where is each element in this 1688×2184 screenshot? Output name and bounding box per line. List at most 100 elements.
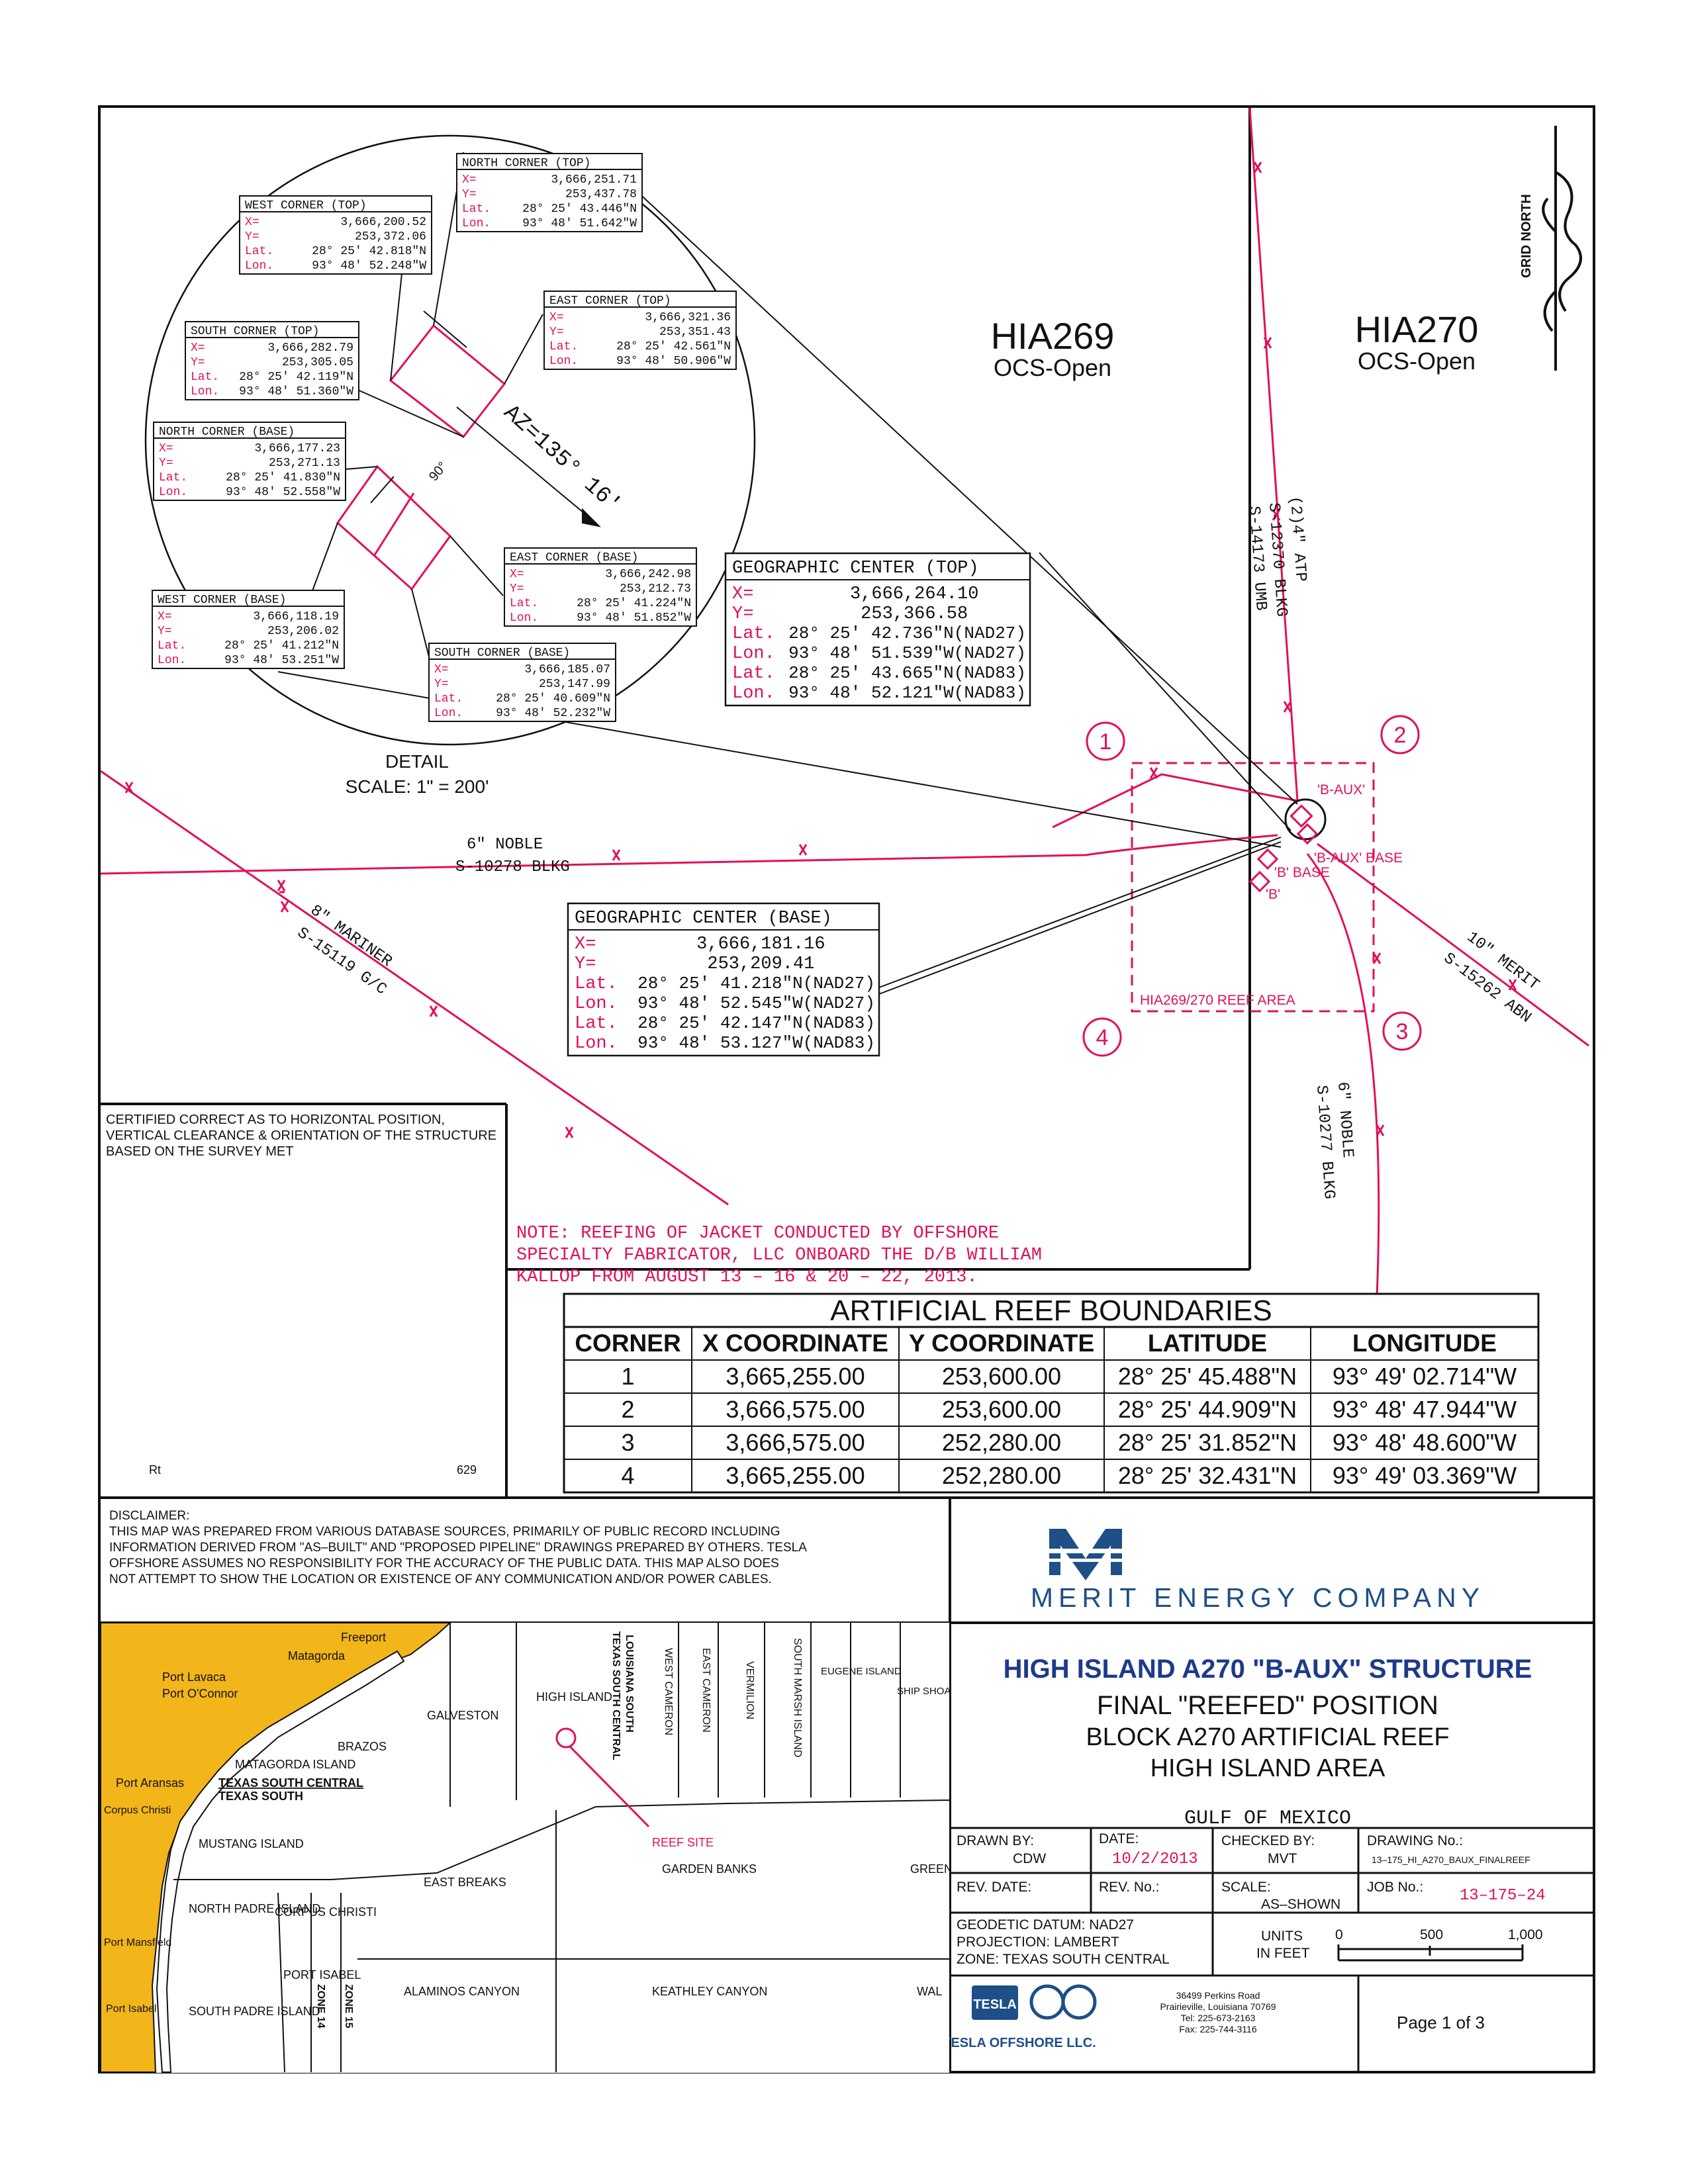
label-b-base: 'B' BASE [1274, 865, 1330, 880]
units-label: UNITS [1261, 1929, 1303, 1944]
geo-field-label: X= [732, 584, 753, 604]
checked-by: MVT [1268, 1851, 1297, 1866]
corner-field-value: 28° 25' 42.561"N [616, 340, 731, 353]
projection: PROJECTION: LAMBERT [957, 1934, 1119, 1950]
detail-corner-box: NORTH CORNER (TOP)X=3,666,251.71Y=253,43… [456, 153, 643, 232]
block-hia269-name: HIA269 [991, 315, 1115, 357]
certification-line-1: CERTIFIED CORRECT AS TO HORIZONTAL POSIT… [106, 1113, 445, 1127]
block-hia269-status: OCS-Open [994, 354, 1111, 381]
geo-field-value: 28° 25' 43.665"N(NAD83) [788, 663, 1026, 683]
block-hia270-name: HIA270 [1355, 308, 1479, 350]
certification-sig-right: 629 [457, 1463, 477, 1477]
geo-center-top-box: GEOGRAPHIC CENTER (TOP)X=3,666,264.10Y=2… [724, 552, 1031, 707]
area-vermilion: VERMILION [744, 1661, 755, 1719]
tesla-company-name: TESLA OFFSHORE LLC. [943, 2036, 1096, 2050]
reef-table-cell: 3,666,575.00 [726, 1429, 865, 1456]
reef-corner-4: 4 [1096, 1025, 1109, 1050]
geo-field-value: 93° 48' 52.121"W(NAD83) [788, 683, 1026, 703]
corner-field-label: Lon. [191, 385, 219, 398]
units-value: IN FEET [1256, 1946, 1310, 1961]
corner-field-label: Lat. [191, 371, 219, 384]
area-high-island: HIGH ISLAND [536, 1690, 612, 1704]
label-b: 'B' [1266, 887, 1280, 902]
reef-table-title: ARTIFICIAL REEF BOUNDARIES [830, 1295, 1272, 1327]
corner-field-label: Y= [191, 356, 205, 369]
geo-field-label: Y= [575, 954, 596, 974]
area-galveston: GALVESTON [427, 1709, 498, 1722]
reef-table-cell: 252,280.00 [942, 1462, 1061, 1489]
detail-circle [144, 134, 756, 746]
zone-louisiana-south: LOUISIANA SOUTH [624, 1635, 635, 1733]
area-eugene-island: EUGENE ISLAND [821, 1666, 902, 1677]
geo-field-value: 93° 48' 52.545"W(NAD27) [637, 993, 875, 1013]
detail-corner-box: SOUTH CORNER (TOP)X=3,666,282.79Y=253,30… [185, 321, 359, 400]
tesla-address-2: Prairieville, Louisiana 70769 [1160, 2001, 1276, 2012]
corner-field-value: 28° 25' 42.818"N [312, 245, 426, 258]
reef-table-cell: 3,665,255.00 [726, 1462, 865, 1489]
corner-field-value: 93° 48' 50.906"W [616, 355, 731, 368]
geo-field-value: 3,666,181.16 [696, 934, 825, 954]
geo-field-value: 253,366.58 [861, 604, 968, 624]
detail-corner-boxes: NORTH CORNER (TOP)X=3,666,251.71Y=253,43… [152, 153, 737, 722]
reef-table-cell: 2 [621, 1396, 634, 1423]
corner-field-value: 3,666,321.36 [645, 311, 731, 324]
detail-corner-box: WEST CORNER (BASE)X=3,666,118.19Y=253,20… [152, 590, 345, 669]
town-corpus-christi: Corpus Christi [104, 1805, 171, 1816]
geo-field-label: Lat. [575, 1014, 618, 1034]
certification-line-3: BASED ON THE SURVEY MET [106, 1144, 293, 1159]
geo-field-label: Lat. [732, 664, 775, 684]
disclaimer-line-4: NOT ATTEMPT TO SHOW THE LOCATION OR EXIS… [109, 1572, 772, 1586]
certification-block: CERTIFIED CORRECT AS TO HORIZONTAL POSIT… [106, 1113, 496, 1477]
town-port-oconnor: Port O'Connor [162, 1687, 238, 1700]
area-east-breaks: EAST BREAKS [424, 1876, 506, 1889]
town-port-isabel: Port Isabel [106, 2003, 156, 2015]
label-reef-area: HIA269/270 REEF AREA [1140, 993, 1295, 1008]
geo-center-title: GEOGRAPHIC CENTER (BASE) [575, 909, 832, 929]
pipeline-mariner-8-s15119 [101, 770, 729, 1206]
corner-field-value: 3,666,200.52 [340, 216, 426, 229]
corner-field-label: Lat. [159, 471, 187, 484]
drawn-by: CDW [1013, 1851, 1046, 1866]
detail-corner-box: SOUTH CORNER (BASE)X=3,666,185.07Y=253,1… [428, 643, 616, 722]
detail-corner-box: EAST CORNER (TOP)X=3,666,321.36Y=253,351… [543, 291, 737, 370]
detail-corner-box: NORTH CORNER (BASE)X=3,666,177.23Y=253,2… [153, 422, 346, 501]
corner-title: WEST CORNER (TOP) [245, 199, 367, 212]
zone-14: ZONE 14 [315, 1984, 326, 2028]
corner-field-value: 253,206.02 [267, 625, 339, 638]
corner-field-label: X= [159, 442, 173, 455]
area-brazos: BRAZOS [338, 1740, 387, 1753]
area-corpus-christi: CORPUS CHRISTI [275, 1905, 377, 1919]
drawn-by-label: DRAWN BY: [957, 1833, 1034, 1848]
corner-field-value: 93° 48' 51.852"W [577, 612, 691, 625]
disclaimer-title: DISCLAIMER: [109, 1509, 189, 1523]
geo-center-base-box: GEOGRAPHIC CENTER (BASE)X=3,666,181.16Y=… [567, 902, 880, 1057]
disclaimer-line-1: THIS MAP WAS PREPARED FROM VARIOUS DATAB… [109, 1525, 780, 1539]
geo-field-label: Lon. [732, 684, 775, 704]
note-line-1: NOTE: REEFING OF JACKET CONDUCTED BY OFF… [516, 1224, 999, 1244]
geo-field-value: 28° 25' 42.736"N(NAD27) [788, 623, 1026, 643]
geo-center-title: GEOGRAPHIC CENTER (TOP) [732, 559, 979, 578]
geo-field-label: Lon. [575, 994, 618, 1014]
corner-field-label: X= [191, 341, 205, 355]
disclaimer-line-3: OFFSHORE ASSUMES NO RESPONSIBILITY FOR T… [109, 1557, 779, 1570]
offshore-area-grid [173, 1623, 949, 2073]
corner-title: SOUTH CORNER (TOP) [191, 325, 319, 338]
certification-sig-left: Rt [149, 1463, 161, 1477]
corner-field-label: Lat. [549, 340, 578, 353]
reef-table-cell: 253,600.00 [942, 1363, 1061, 1390]
reef-table-cell: 93° 49' 03.369"W [1333, 1462, 1517, 1489]
globe-icon [1029, 1984, 1097, 2020]
rev-date-label: REV. DATE: [957, 1880, 1031, 1895]
corner-field-value: 93° 48' 51.642"W [522, 217, 637, 230]
corner-title: EAST CORNER (BASE) [510, 551, 638, 565]
area-ship-shoal: SHIP SHOAL [897, 1686, 957, 1697]
corner-field-label: Lon. [245, 259, 273, 273]
tesla-address-1: 36499 Perkins Road [1176, 1990, 1260, 2001]
corner-field-value: 3,666,282.79 [267, 341, 353, 355]
reef-table-cell: 252,280.00 [942, 1429, 1061, 1456]
scale-value: AS–SHOWN [1261, 1897, 1340, 1912]
zone: ZONE: TEXAS SOUTH CENTRAL [957, 1952, 1170, 1967]
corner-field-label: Y= [434, 678, 449, 691]
reef-table-cell: 253,600.00 [942, 1396, 1061, 1423]
